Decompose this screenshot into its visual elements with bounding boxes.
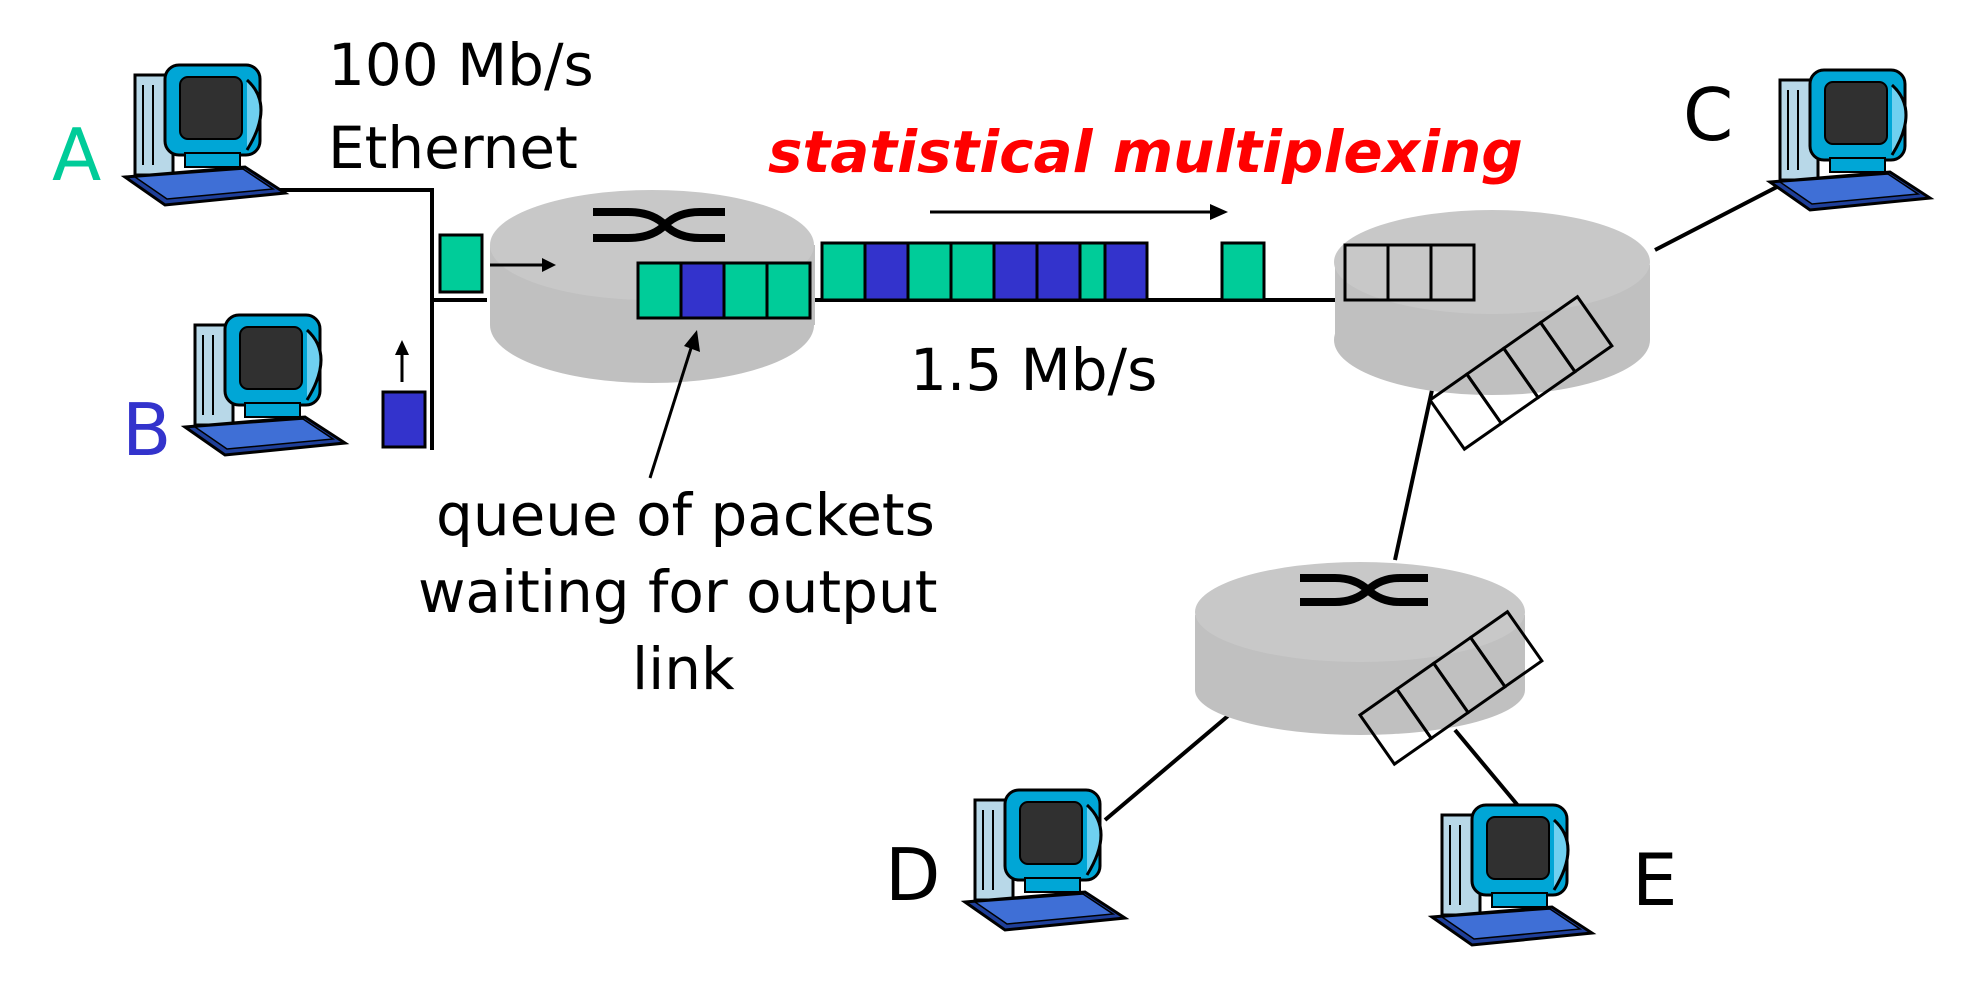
packet bbox=[765, 261, 812, 320]
packet bbox=[992, 241, 1039, 302]
link-d bbox=[1103, 708, 1237, 822]
queue-annotation-line-1: queue of packets bbox=[436, 481, 935, 549]
packet-stream bbox=[820, 241, 1125, 302]
packet bbox=[636, 261, 683, 320]
output-rate-label: 1.5 Mb/s bbox=[910, 336, 1157, 404]
switch-icon bbox=[1300, 574, 1428, 606]
link-e bbox=[1453, 728, 1522, 810]
ethernet-rate-label: 100 Mb/s bbox=[328, 31, 594, 99]
packet bbox=[863, 241, 910, 302]
packet bbox=[1220, 241, 1266, 302]
router-queue-right-diagonal bbox=[1427, 294, 1614, 452]
host-b-label: B bbox=[122, 388, 171, 472]
queue-pointer-arrow bbox=[648, 330, 700, 479]
link-router-lower bbox=[1393, 389, 1434, 561]
packet bbox=[1429, 243, 1476, 302]
packet bbox=[722, 261, 769, 320]
host-a-computer-icon bbox=[123, 63, 287, 207]
host-e-label: E bbox=[1632, 838, 1678, 922]
arrow-right-icon bbox=[490, 258, 556, 272]
queue-annotation-line-2: waiting for output bbox=[418, 558, 937, 626]
packet-from-a bbox=[438, 233, 484, 294]
host-a-label: A bbox=[52, 113, 101, 197]
host-e-computer-icon bbox=[1430, 803, 1594, 947]
packet bbox=[949, 241, 996, 302]
link-a bbox=[238, 188, 434, 300]
router-right bbox=[1334, 210, 1650, 395]
packet bbox=[906, 241, 953, 302]
host-c-label: C bbox=[1683, 73, 1733, 157]
router-queue-left bbox=[636, 261, 812, 320]
packet bbox=[1035, 241, 1082, 302]
switch-icon bbox=[593, 208, 725, 242]
router-bottom bbox=[1195, 562, 1525, 735]
host-d-computer-icon bbox=[963, 788, 1127, 932]
host-b-computer-icon bbox=[183, 313, 347, 457]
host-d-label: D bbox=[885, 833, 940, 917]
arrow-up-icon bbox=[395, 340, 409, 382]
packet-from-b bbox=[381, 390, 427, 449]
packet bbox=[820, 241, 867, 302]
packet bbox=[1103, 241, 1149, 302]
packet bbox=[679, 261, 726, 320]
direction-arrow-icon bbox=[930, 204, 1228, 220]
queue-annotation-line-3: link bbox=[632, 635, 735, 703]
router-queue-bottom-diagonal bbox=[1357, 609, 1544, 767]
ethernet-type-label: Ethernet bbox=[328, 114, 578, 182]
diagram-title: statistical multiplexing bbox=[768, 118, 1523, 186]
router-queue-right bbox=[1343, 243, 1476, 302]
host-c-computer-icon bbox=[1768, 68, 1932, 212]
